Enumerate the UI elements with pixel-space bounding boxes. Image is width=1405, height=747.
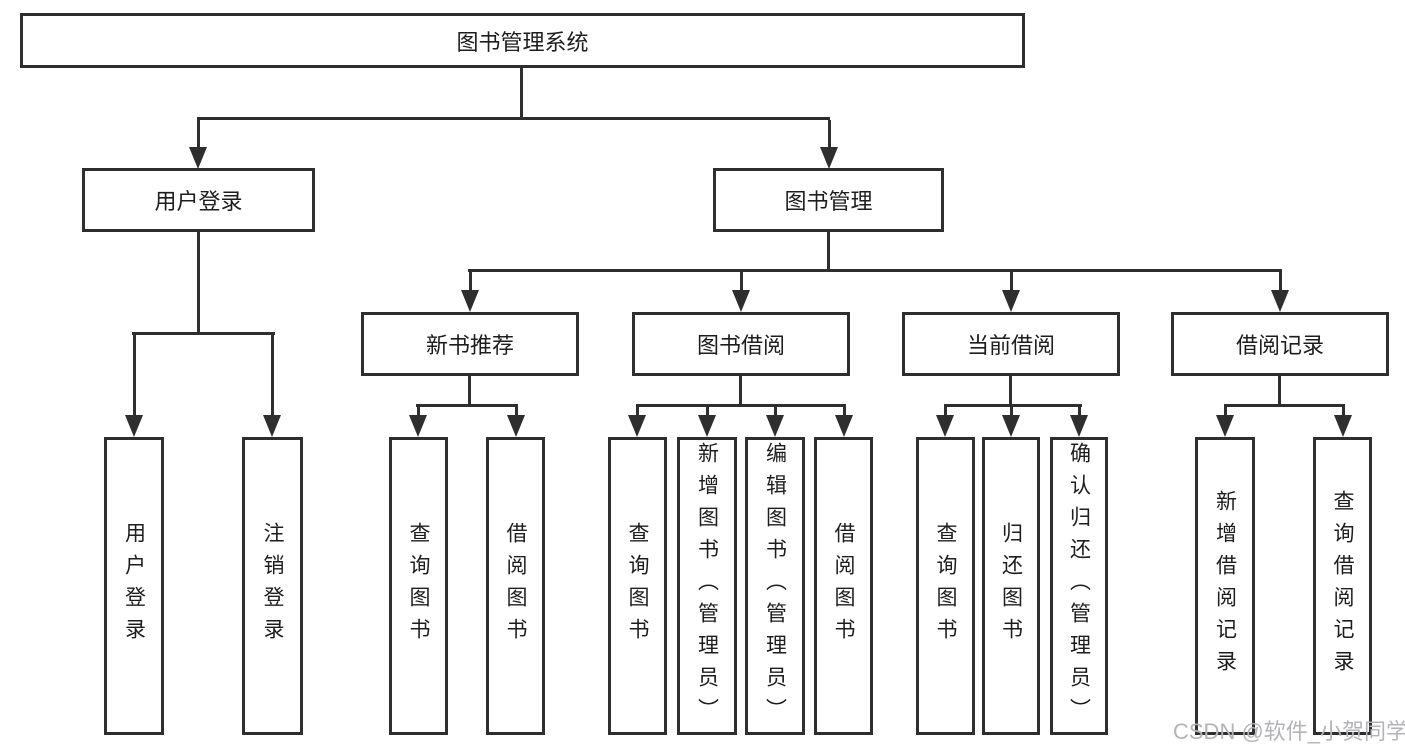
node-user-login: 用户登录 [82,168,315,232]
edge-current-borrow-hline [944,404,1082,407]
node-current-borrow: 当前借阅 [902,312,1120,376]
arrow-down-icon [1334,415,1352,437]
node-borrow-records: 借阅记录 [1171,312,1389,376]
arrow-down-icon [820,147,838,169]
leaf-current-confirm-return-label: 确认归还（管理员） [1067,442,1091,730]
edge-new-book-recommend-hline [416,404,518,407]
arrow-to-book-management [820,120,838,169]
leaf-recommend-borrow-books: 借阅图书 [486,437,545,735]
arrow-down-icon [507,415,525,437]
node-borrow-records-label: 借阅记录 [1235,333,1324,358]
arrow-to-borrow-borrow-books [835,407,853,437]
leaf-current-return-books-label: 归还图书 [999,522,1023,650]
arrow-down-icon [698,415,716,437]
arrow-down-icon [1216,415,1234,437]
arrow-down-icon [732,290,750,312]
node-book-borrow: 图书借阅 [632,312,850,376]
arrow-down-icon [461,290,479,312]
arrow-to-current-borrow [1002,272,1020,312]
edge-borrow-records-hline [1224,404,1345,407]
leaf-borrow-query-books-label: 查询图书 [626,522,649,650]
edge-level3-hline [468,269,1282,272]
edge-current-borrow-stem [1009,375,1012,407]
leaf-current-query-books: 查询图书 [916,437,975,735]
arrow-down-icon [1002,290,1020,312]
leaf-borrow-borrow-books: 借阅图书 [814,437,873,735]
edge-new-book-recommend-stem [468,375,471,407]
arrow-down-icon [189,147,207,169]
edge-user-login-hline [132,332,275,335]
arrow-to-current-return-books [1002,407,1020,437]
edge-book-borrow-hline [636,404,846,407]
leaf-recommend-borrow-books-label: 借阅图书 [504,522,527,650]
arrow-down-icon [1070,415,1088,437]
leaf-records-add-record-label: 新增借阅记录 [1213,490,1237,682]
arrow-to-borrow-query-books [628,407,646,437]
arrow-down-icon [936,415,954,437]
leaf-recommend-query-books: 查询图书 [389,437,448,735]
leaf-current-return-books: 归还图书 [982,437,1040,735]
leaf-records-add-record: 新增借阅记录 [1195,437,1255,735]
watermark-text: CSDN @软件_小贺同学 [1173,719,1405,744]
arrow-down-icon [1271,290,1289,312]
leaf-current-confirm-return: 确认归还（管理员） [1050,437,1108,735]
arrow-to-records-query-record [1334,407,1352,437]
arrow-to-book-borrow [732,272,750,312]
node-new-book-recommend: 新书推荐 [361,312,579,376]
arrow-to-recommend-borrow-books [507,407,525,437]
leaf-logout: 注销登录 [242,437,303,735]
arrow-to-borrow-edit-books [766,407,784,437]
arrow-down-icon [766,415,784,437]
leaf-user-login-label: 用户登录 [122,522,146,650]
edge-book-management-stem [827,231,830,272]
edge-borrow-records-stem [1278,375,1281,407]
leaf-borrow-add-books-label: 新增图书（管理员） [695,442,719,730]
node-book-management: 图书管理 [713,168,944,232]
node-root-label: 图书管理系统 [456,29,589,55]
leaf-borrow-edit-books-label: 编辑图书（管理员） [763,442,787,730]
leaf-borrow-borrow-books-label: 借阅图书 [832,522,855,650]
edge-book-borrow-stem [739,375,742,407]
edge-root-stem [520,68,523,120]
node-root: 图书管理系统 [20,13,1025,68]
node-user-login-label: 用户登录 [154,189,243,214]
node-book-management-label: 图书管理 [784,189,873,214]
arrow-down-icon [628,415,646,437]
leaf-borrow-edit-books: 编辑图书（管理员） [745,437,805,735]
leaf-user-login: 用户登录 [104,437,164,735]
node-current-borrow-label: 当前借阅 [966,333,1055,358]
arrow-to-leaf-user-login [125,335,143,437]
leaf-borrow-add-books: 新增图书（管理员） [677,437,737,735]
leaf-borrow-query-books: 查询图书 [608,437,667,735]
node-book-borrow-label: 图书借阅 [696,333,785,358]
node-new-book-recommend-label: 新书推荐 [425,333,514,358]
arrow-down-icon [835,415,853,437]
leaf-current-query-books-label: 查询图书 [934,522,957,650]
leaf-records-query-record-label: 查询借阅记录 [1331,490,1354,682]
arrow-to-user-login [189,120,207,169]
leaf-logout-label: 注销登录 [261,522,284,650]
arrow-to-new-book-recommend [461,272,479,312]
arrow-down-icon [409,415,427,437]
arrow-to-recommend-query-books [409,407,427,437]
arrow-to-leaf-logout [263,335,281,437]
arrow-to-records-add-record [1216,407,1234,437]
arrow-to-borrow-records [1271,272,1289,312]
arrow-to-borrow-add-books [698,407,716,437]
arrow-down-icon [125,415,143,437]
leaf-records-query-record: 查询借阅记录 [1313,437,1372,735]
leaf-recommend-query-books-label: 查询图书 [407,522,430,650]
arrow-to-current-confirm-return [1070,407,1088,437]
edge-user-login-stem [197,230,200,335]
arrow-down-icon [263,415,281,437]
edge-level2-hline [197,117,830,120]
arrow-down-icon [1002,415,1020,437]
arrow-to-current-query-books [936,407,954,437]
